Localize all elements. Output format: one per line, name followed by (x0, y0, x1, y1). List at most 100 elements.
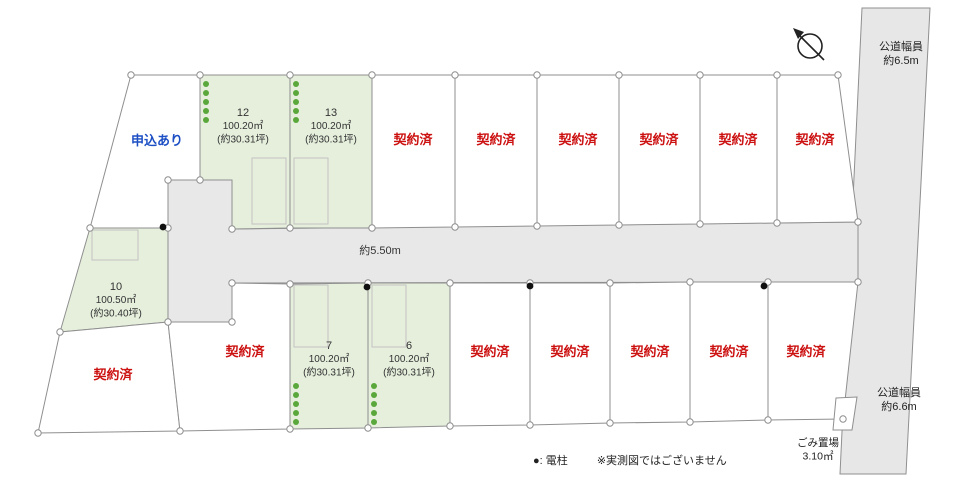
survey-point (533, 222, 541, 230)
hedge-dot (293, 108, 299, 114)
survey-point (164, 318, 172, 326)
survey-point (854, 278, 862, 286)
legend-utility-pole: ●: 電柱 (533, 455, 568, 467)
survey-point (446, 422, 454, 430)
survey-point (606, 419, 614, 427)
survey-point (228, 279, 236, 287)
lot-sold-bottom-2-label: 契約済 (224, 344, 265, 359)
hedge-dot (293, 383, 299, 389)
survey-point (56, 328, 64, 336)
survey-point (686, 418, 694, 426)
survey-point (176, 427, 184, 435)
hedge-dot (293, 117, 299, 123)
survey-point (773, 219, 781, 227)
hedge-dot (293, 410, 299, 416)
building-outline (293, 284, 329, 348)
north-arrow-head (793, 28, 804, 39)
lot-sold-top-1-label: 契約済 (392, 132, 433, 147)
hedge-dot (203, 117, 209, 123)
survey-point (286, 71, 294, 79)
survey-point (451, 223, 459, 231)
survey-point (286, 224, 294, 232)
lot-sold-bottom-5-label: 契約済 (629, 344, 670, 359)
hedge-dot (293, 419, 299, 425)
utility-pole-dot (760, 282, 768, 290)
survey-point (228, 318, 236, 326)
hedge-dot (293, 392, 299, 398)
survey-point (773, 71, 781, 79)
hedge-dot (371, 401, 377, 407)
hedge-dot (293, 401, 299, 407)
lot-sold-bottom-7-label: 契約済 (785, 344, 826, 359)
survey-point (764, 416, 772, 424)
survey-point (696, 220, 704, 228)
internal-road-width-label: 約5.50m (359, 243, 401, 257)
hedge-dot (203, 90, 209, 96)
hedge-dot (293, 99, 299, 105)
survey-point (839, 415, 847, 423)
survey-point (854, 218, 862, 226)
lot-sold-bottom-1-label: 契約済 (92, 367, 133, 382)
building-outline (91, 229, 139, 261)
lot-sold-top-1 (371, 74, 456, 229)
hedge-dot (203, 108, 209, 114)
survey-point (196, 176, 204, 184)
survey-point (368, 224, 376, 232)
building-outline (251, 157, 287, 225)
lot-13 (289, 74, 373, 229)
lot-sold-top-6-label: 契約済 (794, 132, 835, 147)
hedge-dot (293, 90, 299, 96)
lot-sold-top-5-label: 契約済 (717, 132, 758, 147)
building-outline (371, 284, 407, 348)
hedge-dot (203, 81, 209, 87)
survey-point (368, 71, 376, 79)
survey-point (606, 279, 614, 287)
survey-point (686, 278, 694, 286)
survey-point (286, 280, 294, 288)
hedge-dot (203, 99, 209, 105)
public-road-width-bottom: 公道幅員約6.6m (877, 385, 921, 413)
survey-point (364, 424, 372, 432)
survey-point (526, 421, 534, 429)
north-arrow-circle (797, 33, 823, 59)
survey-point (615, 221, 623, 229)
survey-point (286, 425, 294, 433)
survey-point (34, 429, 42, 437)
lot-sold-bottom-6-label: 契約済 (708, 344, 749, 359)
survey-point (451, 71, 459, 79)
lot-sold-bottom-4-label: 契約済 (549, 344, 590, 359)
hedge-dot (293, 81, 299, 87)
survey-point (127, 71, 135, 79)
survey-point (86, 224, 94, 232)
legend: ●: 電柱 ※実測図ではございません (533, 452, 727, 468)
survey-point (164, 176, 172, 184)
utility-pole-dot (363, 283, 371, 291)
legend-disclaimer: ※実測図ではございません (596, 455, 727, 467)
lot-sold-top-5 (699, 74, 778, 225)
lot-applied-label: 申込あり (131, 133, 183, 148)
survey-point (615, 71, 623, 79)
building-outline (293, 157, 329, 225)
survey-point (228, 225, 236, 233)
utility-pole-dot (526, 282, 534, 290)
utility-pole-dot (159, 223, 167, 231)
lot-sold-bottom-3-label: 契約済 (469, 344, 510, 359)
lot-sold-top-3 (536, 74, 620, 227)
hedge-dot (371, 383, 377, 389)
survey-point (446, 279, 454, 287)
hedge-dot (371, 410, 377, 416)
garbage-area (832, 396, 858, 431)
lot-sold-top-2 (454, 74, 538, 228)
survey-point (834, 71, 842, 79)
survey-point (196, 71, 204, 79)
north-arrow-line (799, 35, 825, 61)
lot-sold-top-2-label: 契約済 (475, 132, 516, 147)
hedge-dot (371, 419, 377, 425)
lot-sold-top-3-label: 契約済 (557, 132, 598, 147)
lot-sold-top-4-label: 契約済 (638, 132, 679, 147)
